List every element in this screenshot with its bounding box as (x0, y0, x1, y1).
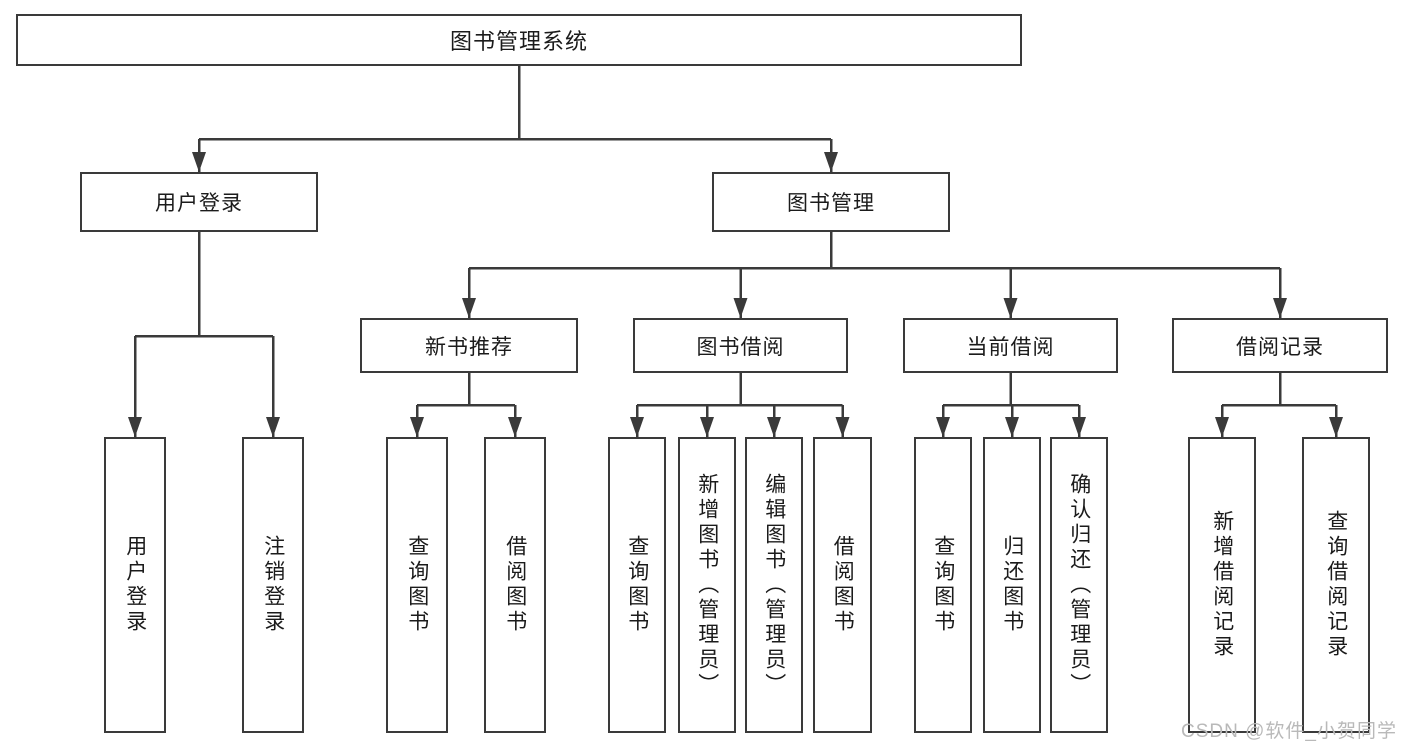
node-label: 借阅图书 (503, 535, 527, 635)
node-root[interactable]: 图书管理系统 (16, 14, 1022, 66)
node-leaf-rec-query[interactable]: 查询借阅记录 (1302, 437, 1370, 733)
node-borrow[interactable]: 图书借阅 (633, 318, 848, 373)
node-leaf-cur-confirm[interactable]: 确认归还（管理员） (1050, 437, 1108, 733)
node-label: 归还图书 (1000, 535, 1024, 635)
node-login[interactable]: 用户登录 (80, 172, 318, 232)
node-label: 新书推荐 (425, 335, 513, 359)
node-label: 确认归还（管理员） (1067, 472, 1091, 698)
node-label: 借阅记录 (1236, 335, 1324, 359)
node-leaf-cur-return[interactable]: 归还图书 (983, 437, 1041, 733)
node-leaf-bw-borrow[interactable]: 借阅图书 (813, 437, 872, 733)
node-label: 图书借阅 (696, 335, 785, 359)
node-current[interactable]: 当前借阅 (903, 318, 1118, 373)
node-leaf-nb-query[interactable]: 查询图书 (386, 437, 448, 733)
node-bookmgmt[interactable]: 图书管理 (712, 172, 950, 232)
node-label: 用户登录 (155, 192, 243, 215)
node-leaf-cur-query[interactable]: 查询图书 (914, 437, 972, 733)
node-leaf-user-logout[interactable]: 注销登录 (242, 437, 304, 733)
node-leaf-user-login[interactable]: 用户登录 (104, 437, 166, 733)
node-label: 编辑图书（管理员） (762, 472, 786, 698)
node-label: 当前借阅 (966, 335, 1055, 359)
node-leaf-bw-edit[interactable]: 编辑图书（管理员） (745, 437, 803, 733)
node-leaf-nb-borrow[interactable]: 借阅图书 (484, 437, 546, 733)
node-label: 注销登录 (261, 535, 285, 635)
node-label: 图书管理系统 (449, 29, 588, 54)
node-label: 查询借阅记录 (1324, 510, 1348, 660)
node-newbook[interactable]: 新书推荐 (360, 318, 578, 373)
node-label: 用户登录 (123, 535, 147, 635)
node-label: 图书管理 (787, 192, 875, 215)
node-leaf-bw-add[interactable]: 新增图书（管理员） (678, 437, 736, 733)
node-label: 查询图书 (405, 535, 429, 635)
node-records[interactable]: 借阅记录 (1172, 318, 1388, 373)
node-leaf-rec-add[interactable]: 新增借阅记录 (1188, 437, 1256, 733)
node-label: 查询图书 (931, 535, 955, 635)
node-label: 新增图书（管理员） (695, 472, 719, 698)
node-label: 新增借阅记录 (1210, 510, 1234, 660)
node-label: 查询图书 (625, 535, 649, 635)
node-leaf-bw-query[interactable]: 查询图书 (608, 437, 666, 733)
node-label: 借阅图书 (831, 535, 855, 635)
